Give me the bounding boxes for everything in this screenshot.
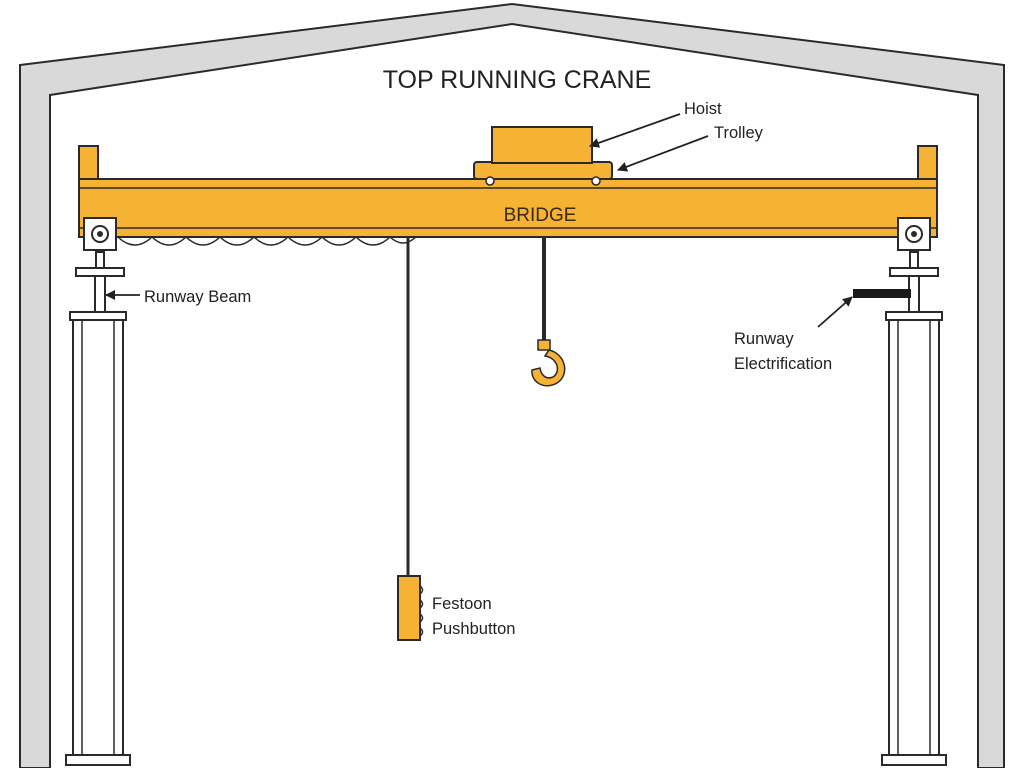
end-truck-left [83,217,117,251]
runway-electrification-arrow [817,296,853,328]
crane-hook-icon [531,339,566,387]
hoist-arrow [589,113,681,148]
runway-beam-label: Runway Beam [144,288,251,306]
pushbutton-label: Pushbutton [432,620,515,638]
runway-electrification-label-line1: Runway [734,330,794,348]
left-column [65,311,131,766]
trolley-arrow [617,135,709,172]
diagram-title: TOP RUNNING CRANE [383,66,652,94]
runway-beam-right [889,251,939,313]
hoist [491,126,593,164]
runway-electrification-label-line2: Electrification [734,355,832,373]
runway-electrification-bar [853,289,911,298]
hoist-label: Hoist [684,100,722,118]
festoon-cable-loops [117,235,417,246]
right-column [881,311,947,766]
trolley [473,161,613,186]
festoon-label: Festoon [432,595,492,613]
bridge-label: BRIDGE [504,205,577,226]
trolley-label: Trolley [714,124,764,142]
building-frame [19,2,1005,768]
runway-beam-left [75,251,125,313]
end-truck-right [897,217,931,251]
pushbutton-pendant [397,575,424,641]
